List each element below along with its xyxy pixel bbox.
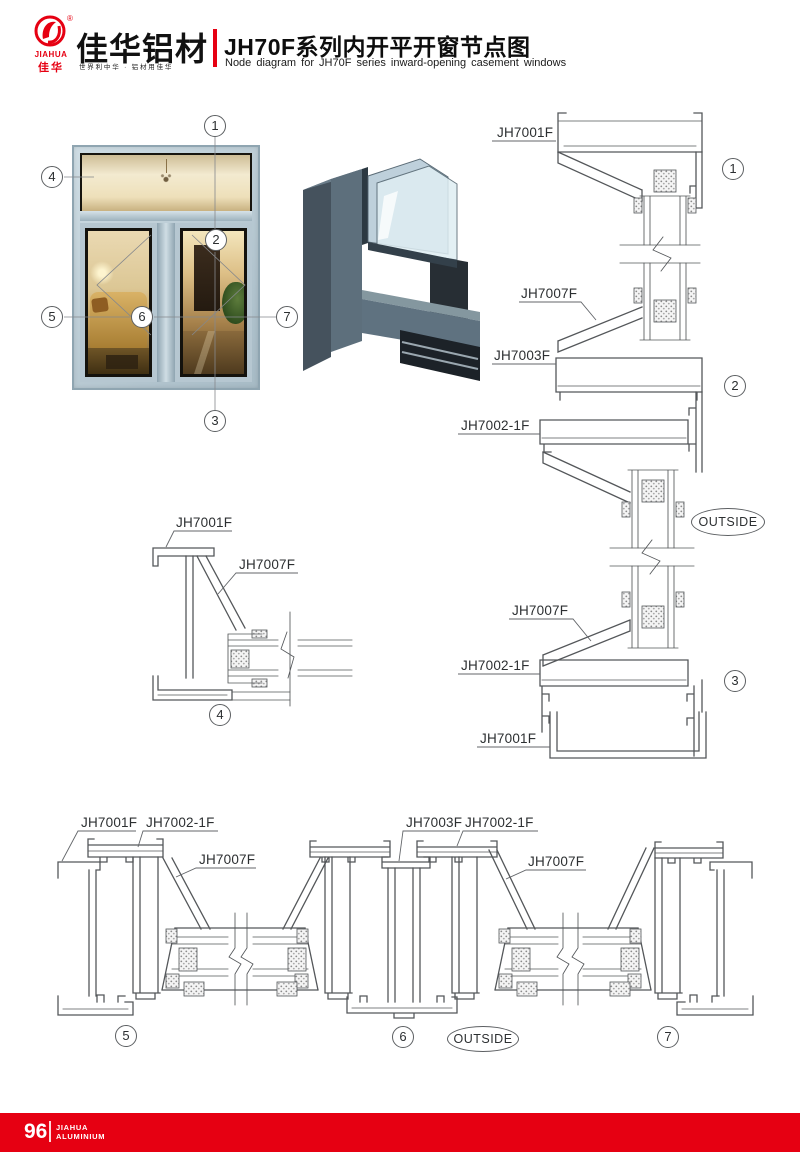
pillow: [91, 296, 109, 314]
label-d4-frame: JH7001F: [176, 515, 233, 530]
outside-label-horizontal: OUTSIDE: [447, 1026, 519, 1052]
horizontal-section-drawing: [57, 838, 754, 1019]
label-d4-sash: JH7007F: [239, 557, 296, 572]
page-title-en: Node diagram for JH70F series inward-ope…: [225, 57, 567, 69]
vertical-section-drawing: [539, 112, 707, 759]
chandelier: [159, 159, 173, 183]
label-vs-sill: JH7001F: [480, 731, 537, 746]
label-vs-mullion-lower: JH7002-1F: [461, 658, 530, 673]
doorway: [193, 245, 220, 312]
section-callout-1: 1: [722, 158, 744, 180]
photo-callout-4: 4: [41, 166, 63, 188]
brand-name: 佳华铝材: [76, 31, 209, 67]
photo-callout-6: 6: [131, 306, 153, 328]
outside-label-vertical: OUTSIDE: [691, 508, 765, 536]
window-photo-left-sash: [80, 223, 157, 382]
window-photo-transom-bar: [80, 211, 252, 221]
page-title-zh: JH70F系列内开平开窗节点图: [224, 34, 531, 60]
brand-tagline: 世界利中华 · 铝材用佳华: [79, 64, 174, 71]
window-photo: [72, 145, 260, 390]
lamp-glow: [90, 261, 114, 285]
right-sash-interior: [183, 231, 244, 374]
coffee-table: [106, 355, 138, 369]
section-callout-2: 2: [724, 375, 746, 397]
label-hs-left-frame: JH7001F: [81, 815, 138, 830]
left-sash-interior: [88, 231, 149, 374]
section-callout-5: 5: [115, 1025, 137, 1047]
photo-callout-5: 5: [41, 306, 63, 328]
section-callout-7: 7: [657, 1026, 679, 1048]
photo-callout-2: 2: [205, 229, 227, 251]
label-vs-top-frame: JH7001F: [497, 125, 554, 140]
photo-callout-1: 1: [204, 115, 226, 137]
floor: [183, 331, 244, 374]
page-number: 96: [24, 1120, 48, 1143]
label-hs-left-sash: JH7007F: [199, 852, 256, 867]
registered-mark: ®: [67, 14, 73, 23]
photo-callout-3: 3: [204, 410, 226, 432]
label-vs-upper-sash: JH7007F: [521, 286, 578, 301]
label-vs-transom: JH7003F: [494, 348, 551, 363]
window-photo-mullion: [157, 223, 175, 382]
footer-brand-line1: JIAHUA: [56, 1123, 89, 1132]
label-hs-right-sash: JH7007F: [528, 854, 585, 869]
label-hs-left-mullion: JH7002-1F: [146, 815, 215, 830]
label-vs-lower-sash: JH7007F: [512, 603, 569, 618]
footer-brand-line2: ALUMINIUM: [56, 1132, 106, 1141]
footer-divider: [49, 1121, 51, 1142]
plant: [222, 282, 244, 325]
corner-profile-3d-render: [303, 158, 480, 381]
section-callout-6: 6: [392, 1026, 414, 1048]
footer-bar: [0, 1113, 800, 1152]
photo-callout-7: 7: [276, 306, 298, 328]
label-vs-mullion-upper: JH7002-1F: [461, 418, 530, 433]
logo-text-zh: 佳华: [38, 62, 64, 74]
window-photo-transom: [80, 153, 252, 213]
jiahua-logo-icon: ®: [34, 14, 73, 47]
section-callout-4: 4: [209, 704, 231, 726]
logo-text-en: JIAHUA: [34, 50, 68, 59]
header-divider: [213, 29, 217, 67]
label-hs-right-transom: JH7003F: [406, 815, 463, 830]
section-callout-3: 3: [724, 670, 746, 692]
label-hs-right-mullion: JH7002-1F: [465, 815, 534, 830]
